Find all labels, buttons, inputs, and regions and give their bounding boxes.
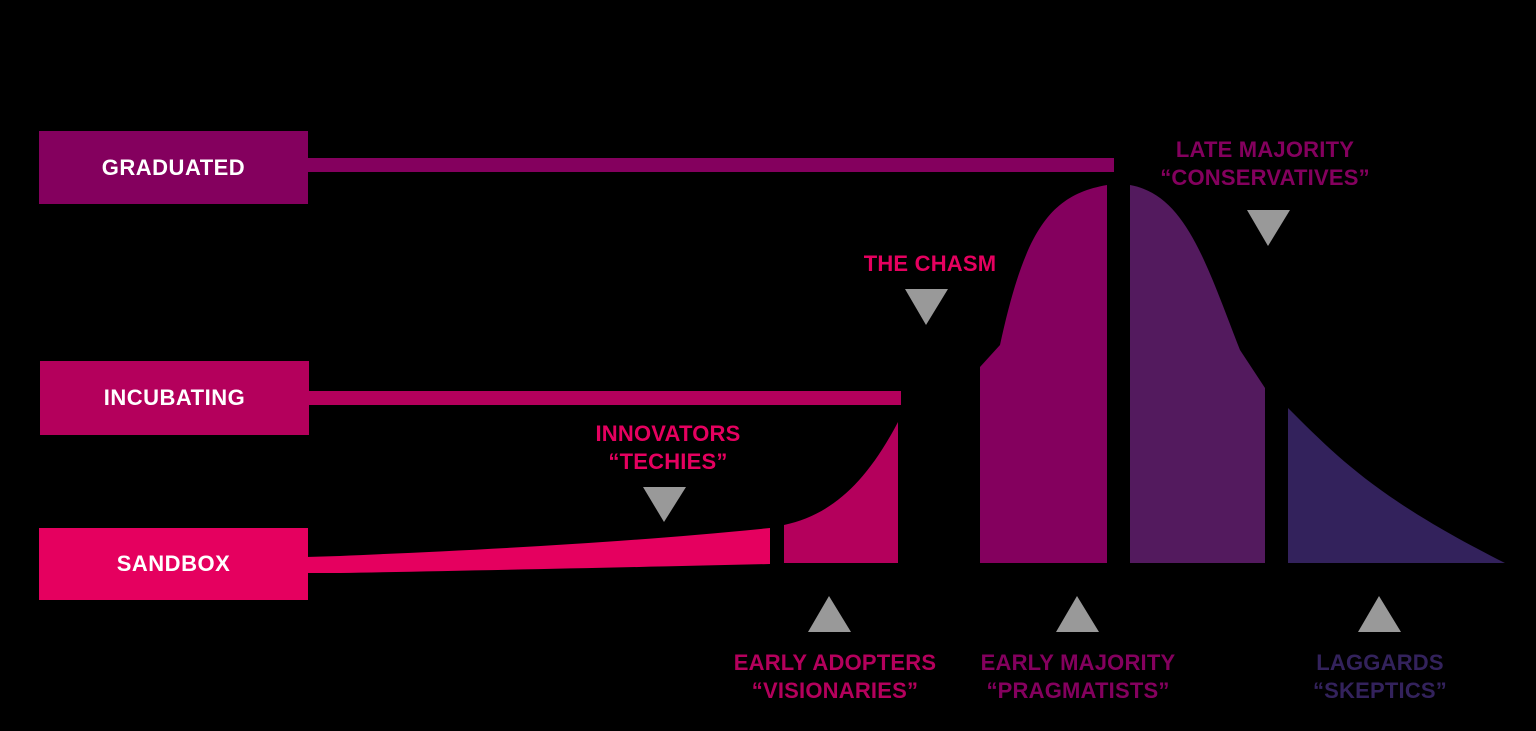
early-adopters-segment (784, 422, 898, 563)
laggards-marker-icon (1358, 596, 1401, 632)
innovators-marker-icon (643, 487, 686, 522)
chasm-title: THE CHASM (863, 251, 997, 276)
laggards-label: LAGGARDS “SKEPTICS” (1290, 649, 1470, 705)
innovators-segment (306, 528, 770, 573)
early-majority-subtitle: “PRAGMATISTS” (986, 678, 1170, 703)
innovators-label: INNOVATORS “TECHIES” (568, 420, 768, 476)
stage-incubating-label: INCUBATING (103, 385, 246, 410)
chasm-label: THE CHASM (840, 250, 1020, 278)
early-majority-title: EARLY MAJORITY (980, 650, 1176, 675)
late-majority-marker-icon (1247, 210, 1290, 246)
graduated-connector (306, 158, 1114, 172)
early-adopters-subtitle: “VISIONARIES” (751, 678, 919, 703)
stage-sandbox-label: SANDBOX (116, 551, 231, 576)
early-adopters-title: EARLY ADOPTERS (733, 650, 937, 675)
laggards-segment (1288, 408, 1505, 563)
stage-incubating: INCUBATING (40, 361, 309, 435)
late-majority-title: LATE MAJORITY (1175, 137, 1355, 162)
late-majority-subtitle: “CONSERVATIVES” (1160, 165, 1370, 190)
early-adopters-label: EARLY ADOPTERS “VISIONARIES” (715, 649, 955, 705)
stage-graduated: GRADUATED (39, 131, 308, 204)
early-majority-marker-icon (1056, 596, 1099, 632)
chasm-marker-icon (905, 289, 948, 325)
stage-sandbox: SANDBOX (39, 528, 308, 600)
late-majority-label: LATE MAJORITY “CONSERVATIVES” (1140, 136, 1390, 192)
late-majority-segment (1130, 185, 1265, 563)
innovators-title: INNOVATORS (595, 421, 741, 446)
stage-graduated-label: GRADUATED (101, 154, 246, 180)
early-adopters-marker-icon (808, 596, 851, 632)
laggards-subtitle: “SKEPTICS” (1312, 678, 1448, 703)
early-majority-segment (980, 185, 1107, 563)
innovators-subtitle: “TECHIES” (608, 449, 728, 474)
incubating-connector (306, 391, 901, 405)
laggards-title: LAGGARDS (1316, 650, 1444, 675)
early-majority-label: EARLY MAJORITY “PRAGMATISTS” (958, 649, 1198, 705)
